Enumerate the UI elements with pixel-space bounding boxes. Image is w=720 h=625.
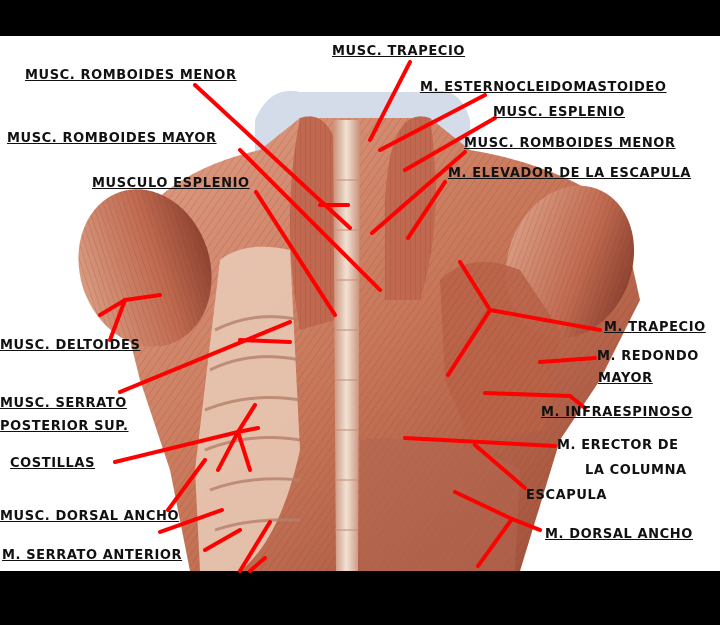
label-m-erector-line1: M. ERECTOR DE bbox=[557, 438, 679, 453]
label-elevador-escapula: M. ELEVADOR DE LA ESCAPULA bbox=[448, 166, 692, 181]
label-musc-romboides-mayor: MUSC. ROMBOIDES MAYOR bbox=[7, 131, 217, 146]
label-m-serrato-anterior: M. SERRATO ANTERIOR bbox=[2, 548, 183, 563]
label-musc-deltoides: MUSC. DELTOIDES bbox=[0, 338, 141, 353]
top-frame-band bbox=[0, 0, 720, 36]
label-musc-trapecio-top: MUSC. TRAPECIO bbox=[332, 44, 466, 59]
label-m-dorsal-ancho-right: M. DORSAL ANCHO bbox=[545, 527, 693, 542]
bottom-frame-band bbox=[0, 571, 720, 621]
label-escapula: ESCAPULA bbox=[526, 488, 608, 503]
label-musc-romboides-menor-left: MUSC. ROMBOIDES MENOR bbox=[25, 68, 237, 83]
label-musc-serrato-post-line1: MUSC. SERRATO bbox=[0, 396, 127, 411]
label-costillas: COSTILLAS bbox=[10, 456, 96, 471]
label-musc-romboides-menor-right: MUSC. ROMBOIDES MENOR bbox=[464, 136, 676, 151]
label-musc-dorsal-ancho-left: MUSC. DORSAL ANCHO bbox=[0, 509, 180, 524]
spinal-column bbox=[333, 120, 360, 571]
leader-lines bbox=[98, 60, 602, 573]
label-m-erector-line2: LA COLUMNA bbox=[585, 463, 687, 478]
label-musculo-esplenio: MUSCULO ESPLENIO bbox=[92, 176, 250, 191]
label-m-redondo-mayor-line2: MAYOR bbox=[598, 371, 653, 386]
label-m-redondo-mayor-line1: M. REDONDO bbox=[597, 349, 699, 364]
label-musc-serrato-post-line2: POSTERIOR SUP. bbox=[0, 419, 129, 434]
label-musc-esplenio-right: MUSC. ESPLENIO bbox=[493, 105, 625, 120]
label-esternocleidomastoideo: M. ESTERNOCLEIDOMASTOIDEO bbox=[420, 80, 667, 95]
label-m-trapecio-right: M. TRAPECIO bbox=[604, 320, 706, 335]
label-m-infraespinoso: M. INFRAESPINOSO bbox=[541, 405, 693, 420]
